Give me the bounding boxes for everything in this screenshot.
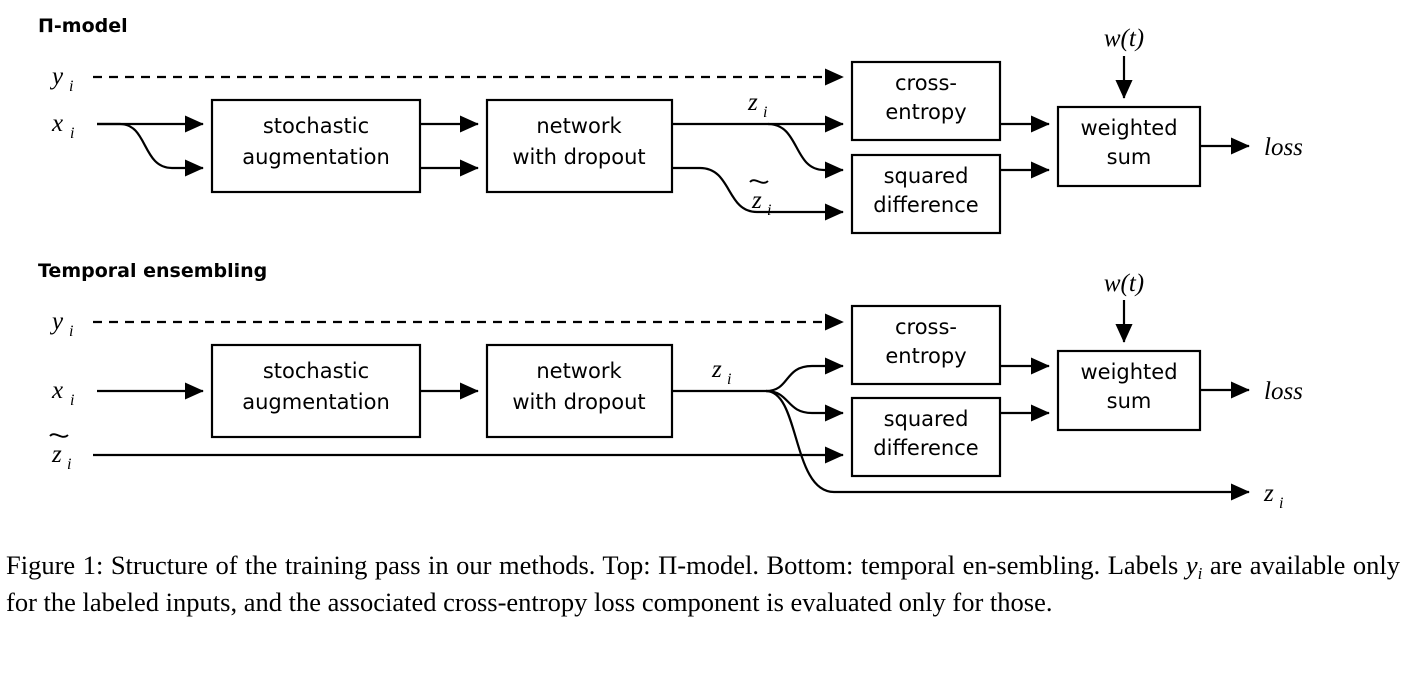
temporal-ensembling-label-input: y i <box>49 308 73 340</box>
svg-text:i: i <box>70 125 74 142</box>
svg-text:z: z <box>751 187 762 214</box>
pi-model-z-label: z i <box>747 89 767 121</box>
svg-text:with dropout: with dropout <box>512 145 645 169</box>
temporal-ensembling-title: Temporal ensembling <box>38 260 267 282</box>
svg-text:y: y <box>49 63 64 90</box>
svg-text:i: i <box>763 104 767 121</box>
pi-model-label-input: y i <box>49 63 73 95</box>
svg-text:entropy: entropy <box>885 100 966 124</box>
svg-text:cross-: cross- <box>895 315 957 339</box>
pi-model-edge-z-to-squared-difference <box>767 122 844 179</box>
svg-text:weighted: weighted <box>1080 116 1177 140</box>
caption-part-2: are available only for the labeled input… <box>6 550 1400 617</box>
temporal-ensembling-data-input: x i <box>51 377 74 409</box>
svg-text:squared: squared <box>884 164 969 188</box>
svg-text:z: z <box>747 89 758 116</box>
svg-text:difference: difference <box>873 436 978 460</box>
svg-text:cross-: cross- <box>895 71 957 95</box>
svg-text:x: x <box>51 377 63 404</box>
svg-text:i: i <box>70 392 74 409</box>
svg-text:y: y <box>49 308 64 335</box>
temporal-ensembling-z-label: z i <box>711 356 731 388</box>
svg-text:weighted: weighted <box>1080 360 1177 384</box>
svg-text:i: i <box>727 371 731 388</box>
pi-model-weight-label: w(t) <box>1104 25 1144 52</box>
temporal-ensembling-output-z: z i <box>1263 480 1283 512</box>
svg-text:difference: difference <box>873 193 978 217</box>
caption-part-1: Figure 1: Structure of the training pass… <box>6 550 1186 580</box>
temporal-ensembling-node-stochastic-augmentation: stochastic augmentation <box>210 343 422 439</box>
temporal-ensembling-output-loss: loss <box>1264 378 1303 405</box>
temporal-ensembling-edge-z-to-cross-entropy <box>765 357 844 393</box>
temporal-ensembling-node-cross-entropy: cross- entropy <box>850 304 1002 386</box>
pi-model-title: Π-model <box>38 15 128 37</box>
figure-diagram: Π-model y i x i stochastic augmentation … <box>38 15 1303 512</box>
temporal-ensembling-edge-z-output <box>765 389 1250 501</box>
pi-model-node-stochastic-augmentation: stochastic augmentation <box>210 98 422 194</box>
temporal-ensembling-node-network-with-dropout: network with dropout <box>485 343 674 439</box>
tilde-accent-icon <box>49 433 69 438</box>
temporal-ensembling-weight-label: w(t) <box>1104 270 1144 297</box>
caption-variable-subscript: i <box>1197 563 1203 583</box>
svg-text:stochastic: stochastic <box>263 359 369 383</box>
svg-text:stochastic: stochastic <box>263 114 369 138</box>
tilde-accent-icon <box>749 179 769 184</box>
pi-model-z-tilde-label: z i <box>749 179 771 219</box>
svg-text:sum: sum <box>1107 145 1152 169</box>
pi-model-node-network-with-dropout: network with dropout <box>485 98 674 194</box>
svg-text:x: x <box>51 110 63 137</box>
pi-model-node-cross-entropy: cross- entropy <box>850 60 1002 142</box>
pi-model-edge-input-bottom <box>97 122 204 177</box>
pi-model-edge-ztilde-to-squared-difference <box>672 166 844 221</box>
svg-text:augmentation: augmentation <box>242 145 390 169</box>
svg-text:network: network <box>536 359 622 383</box>
svg-text:augmentation: augmentation <box>242 390 390 414</box>
figure-caption: Figure 1: Structure of the training pass… <box>6 548 1400 619</box>
svg-text:squared: squared <box>884 407 969 431</box>
svg-text:i: i <box>67 456 71 473</box>
temporal-ensembling-node-weighted-sum: weighted sum <box>1056 349 1202 432</box>
temporal-ensembling-node-squared-difference: squared difference <box>850 396 1002 478</box>
svg-text:with dropout: with dropout <box>512 390 645 414</box>
temporal-ensembling-edge-z-to-squared-difference <box>765 389 844 422</box>
svg-text:i: i <box>767 202 771 219</box>
svg-text:z: z <box>711 356 722 383</box>
pi-model-node-squared-difference: squared difference <box>850 153 1002 235</box>
svg-text:i: i <box>69 78 73 95</box>
svg-text:entropy: entropy <box>885 344 966 368</box>
svg-text:network: network <box>536 114 622 138</box>
svg-text:sum: sum <box>1107 389 1152 413</box>
pi-model-output-loss: loss <box>1264 134 1303 161</box>
svg-text:i: i <box>69 323 73 340</box>
svg-text:i: i <box>1279 495 1283 512</box>
temporal-ensembling-target-input: z i <box>49 433 71 473</box>
caption-variable: y <box>1185 550 1198 580</box>
svg-text:z: z <box>1263 480 1274 507</box>
svg-text:z: z <box>51 441 62 468</box>
pi-model-node-weighted-sum: weighted sum <box>1056 105 1202 188</box>
pi-model-data-input: x i <box>51 110 74 142</box>
